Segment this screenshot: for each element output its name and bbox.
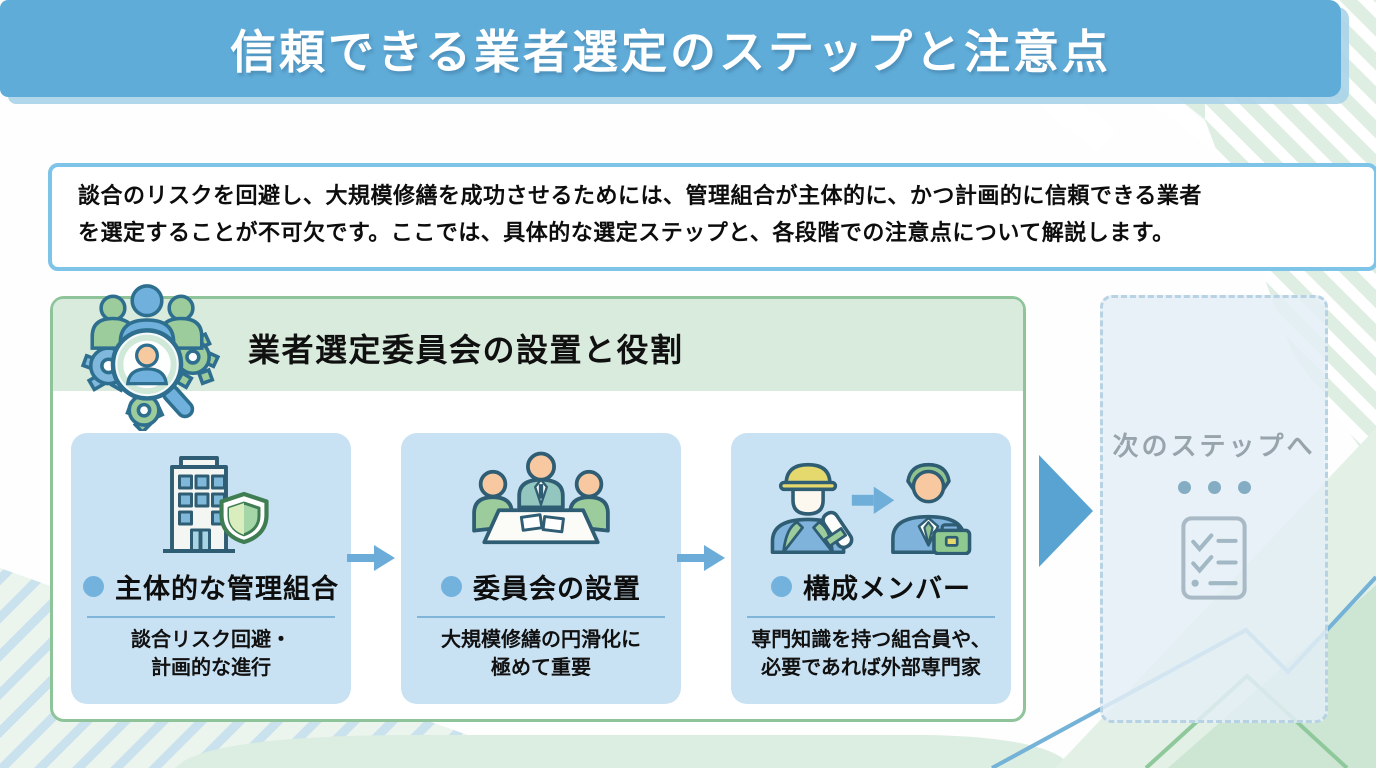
title-banner: 信頼できる業者選定のステップと注意点 xyxy=(0,0,1341,97)
step-title: 委員会の設置 xyxy=(473,574,641,605)
step-card-management-association: 主体的な管理組合 談合リスク回避・ 計画的な進行 xyxy=(71,433,351,704)
section-title: 業者選定委員会の設置と役割 xyxy=(248,331,684,369)
checklist-icon xyxy=(1181,516,1247,600)
next-step-placeholder: 次のステップへ xyxy=(1100,295,1328,723)
section-header-band xyxy=(53,299,1023,391)
step-description: 専門知識を持つ組合員や、 必要であれば外部専門家 xyxy=(751,627,991,679)
divider xyxy=(417,616,665,618)
building-shield-icon xyxy=(163,456,269,553)
committee-meeting-icon xyxy=(472,451,610,545)
step-description: 大規模修繕の円滑化に 極めて重要 xyxy=(441,627,641,679)
divider xyxy=(747,616,995,618)
section-card: 業者選定委員会の設置と役割 xyxy=(50,284,1026,722)
intro-line-2: を選定することが不可欠です。ここでは、具体的な選定ステップと、各段階での注意点に… xyxy=(78,221,1175,246)
intro-box: 談合のリスクを回避し、大規模修繕を成功させるためには、管理組合が主体的に、かつ計… xyxy=(48,163,1376,271)
step-title: 主体的な管理組合 xyxy=(115,574,339,605)
committee-search-icon xyxy=(80,284,221,431)
step-description: 談合リスク回避・ 計画的な進行 xyxy=(131,627,291,679)
arrow-right-icon xyxy=(347,545,395,571)
divider xyxy=(87,616,335,618)
bullet-icon xyxy=(771,576,792,597)
step-card-members: 構成メンバー 専門知識を持つ組合員や、 必要であれば外部専門家 xyxy=(731,433,1011,704)
step-title: 構成メンバー xyxy=(803,574,971,605)
step-card-committee-setup: 委員会の設置 大規模修繕の円滑化に 極めて重要 xyxy=(401,433,681,704)
arrow-right-icon xyxy=(677,545,725,571)
worker-to-expert-icon xyxy=(770,462,972,555)
intro-line-1: 談合のリスクを回避し、大規模修繕を成功させるためには、管理組合が主体的に、かつ計… xyxy=(78,184,1202,209)
next-step-label: 次のステップへ xyxy=(1112,432,1316,462)
page-title: 信頼できる業者選定のステップと注意点 xyxy=(229,24,1112,79)
big-arrow-right-icon xyxy=(1039,455,1093,567)
three-dots-icon xyxy=(1177,481,1251,494)
bullet-icon xyxy=(441,576,462,597)
bullet-icon xyxy=(83,576,104,597)
